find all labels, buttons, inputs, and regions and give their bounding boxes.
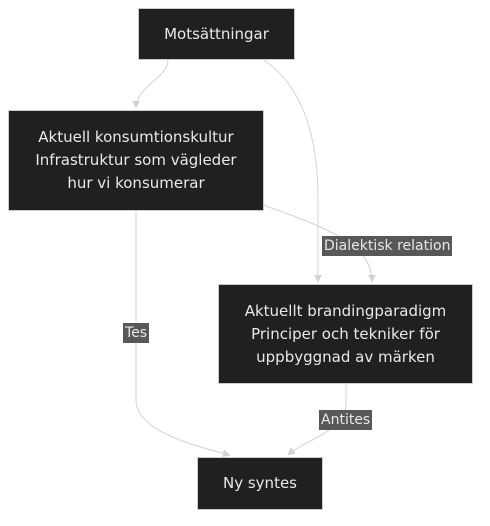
label-antites: Antites (319, 410, 373, 430)
node-brandingparadigm-line-3: uppbyggnad av märken (256, 347, 435, 366)
node-ny-syntes: Ny syntes (197, 457, 323, 510)
label-tes: Tes (123, 323, 150, 343)
node-motsattningar: Motsättningar (138, 8, 295, 60)
node-konsumtionskultur: Aktuell konsumtionskultur Infrastruktur … (8, 110, 264, 211)
node-motsattningar-line-1: Motsättningar (164, 24, 269, 43)
node-brandingparadigm-line-2: Principer och tekniker för (251, 324, 440, 343)
node-brandingparadigm-line-1: Aktuellt brandingparadigm (244, 301, 447, 320)
node-ny-syntes-line-1: Ny syntes (223, 474, 297, 492)
node-konsumtionskultur-line-1: Aktuell konsumtionskultur (38, 128, 234, 146)
edge-top-to-culture (132, 59, 169, 109)
edge-branding-to-synthesis (287, 383, 347, 456)
node-konsumtionskultur-line-3: hur vi konsumerar (67, 174, 205, 192)
edge-culture-to-synthesis (135, 210, 231, 458)
label-dialektisk-relation: Dialektisk relation (322, 236, 453, 256)
node-konsumtionskultur-line-2: Infrastruktur som vägleder (35, 151, 237, 169)
node-brandingparadigm: Aktuellt brandingparadigm Principer och … (218, 284, 473, 384)
edge-top-to-branding (263, 59, 322, 283)
